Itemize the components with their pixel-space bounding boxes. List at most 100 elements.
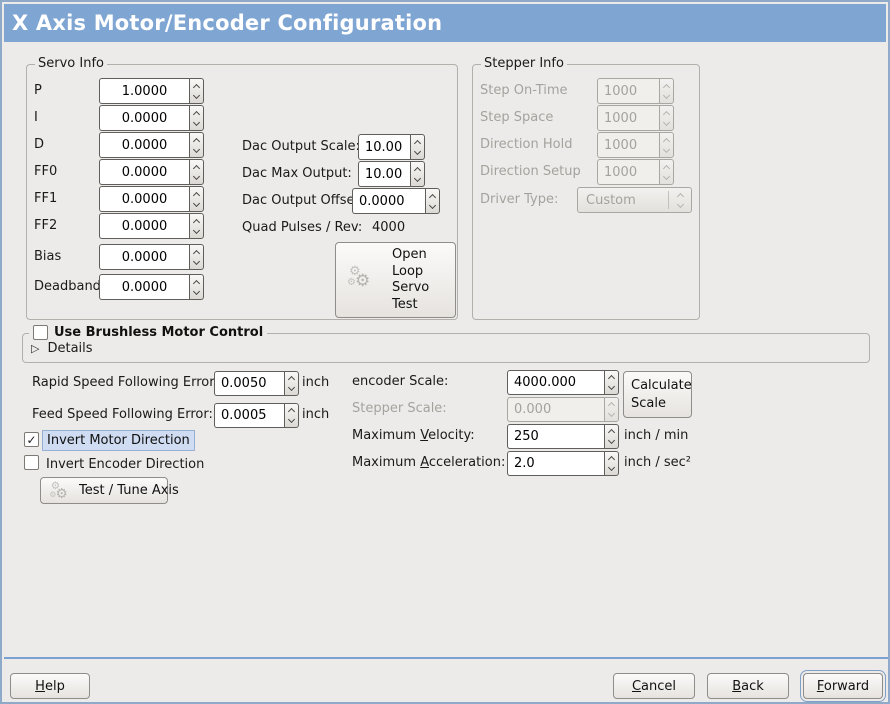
spin-down-icon[interactable] [607, 436, 616, 445]
bias-label: Bias [34, 249, 62, 264]
rapid-following-error-input[interactable] [214, 371, 284, 396]
spin-up-icon[interactable] [192, 164, 201, 172]
spin-up-icon[interactable] [607, 428, 616, 437]
spin-up-icon[interactable] [413, 139, 422, 147]
open-loop-button-label: Open [392, 247, 427, 262]
details-expander[interactable]: ▷ Details [31, 341, 93, 356]
ff0-input[interactable] [99, 159, 189, 185]
max-acceleration-unit: inch / sec² [624, 455, 692, 470]
spin-down-icon[interactable] [287, 383, 296, 392]
spin-up-icon[interactable] [287, 407, 296, 416]
spin-down-icon[interactable] [413, 147, 422, 155]
open-loop-servo-test-button[interactable]: ⚙⚙⚙ Open Loop Servo Test [335, 242, 456, 318]
dac-max-output-spinbox [358, 161, 425, 187]
dac-output-scale-label: Dac Output Scale: [242, 139, 360, 154]
forward-button-label: Forward [816, 678, 870, 694]
invert-motor-direction-highlight[interactable]: Invert Motor Direction [42, 430, 195, 451]
invert-motor-direction-label: Invert Motor Direction [47, 433, 190, 448]
driver-type-combobox: Custom [577, 187, 692, 213]
cancel-button[interactable]: Cancel [613, 673, 695, 699]
dac-output-offset-input[interactable] [352, 188, 425, 214]
stepper-info-frame-label: Stepper Info [481, 56, 567, 71]
test-tune-axis-button[interactable]: ⚙⚙⚙ Test / Tune Axis [40, 477, 179, 504]
rapid-following-error-spinbox [214, 371, 299, 396]
stepper-scale-input [507, 397, 604, 422]
details-label: Details [47, 341, 93, 356]
spin-up-icon[interactable] [413, 166, 422, 174]
spin-down-icon[interactable] [192, 145, 201, 153]
direction-hold-input [597, 132, 659, 158]
back-button[interactable]: Back [707, 673, 789, 699]
spin-up-icon[interactable] [192, 249, 201, 257]
p-input[interactable] [99, 78, 189, 104]
spin-up-icon[interactable] [287, 375, 296, 384]
encoder-scale-label: encoder Scale: [352, 374, 449, 389]
d-label: D [34, 137, 45, 152]
dac-output-scale-input[interactable] [358, 134, 410, 160]
spin-up-icon[interactable] [192, 83, 201, 91]
max-acceleration-input[interactable] [507, 451, 604, 476]
invert-motor-direction-checkbox[interactable]: ✓ [24, 432, 39, 447]
spin-down-icon[interactable] [192, 91, 201, 99]
use-brushless-label[interactable]: Use Brushless Motor Control [54, 325, 264, 340]
deadband-input[interactable] [99, 274, 189, 300]
spin-up-icon[interactable] [607, 374, 616, 383]
bias-spinbox [99, 244, 204, 270]
spin-down-icon[interactable] [192, 287, 201, 295]
spin-down-icon[interactable] [192, 226, 201, 234]
help-button[interactable]: Help [10, 673, 90, 699]
spin-up-icon [662, 110, 671, 118]
spin-up-icon[interactable] [192, 218, 201, 226]
invert-encoder-direction-checkbox[interactable] [24, 455, 39, 470]
d-input[interactable] [99, 132, 189, 158]
spin-down-icon[interactable] [607, 382, 616, 391]
spin-down-icon[interactable] [413, 174, 422, 182]
ff0-label: FF0 [34, 164, 58, 179]
ff2-input[interactable] [99, 213, 189, 239]
i-input[interactable] [99, 105, 189, 131]
step-space-spinbox [597, 105, 674, 131]
bias-input[interactable] [99, 244, 189, 270]
ff1-input[interactable] [99, 186, 189, 212]
dac-max-output-input[interactable] [358, 161, 410, 187]
max-velocity-input[interactable] [507, 424, 604, 449]
spin-up-icon[interactable] [428, 193, 437, 201]
spin-down-icon [662, 172, 671, 180]
spin-up-icon[interactable] [192, 191, 201, 199]
spin-up-icon [607, 401, 616, 410]
spin-up-icon[interactable] [607, 455, 616, 464]
p-spinbox [99, 78, 204, 104]
i-spinbox [99, 105, 204, 131]
step-on-time-input [597, 78, 659, 104]
spin-down-icon[interactable] [192, 172, 201, 180]
stepper-scale-label: Stepper Scale: [352, 401, 447, 416]
quad-pulses-label: Quad Pulses / Rev: [242, 220, 363, 235]
direction-hold-spinbox [597, 132, 674, 158]
feed-following-error-input[interactable] [214, 403, 284, 428]
spin-down-icon[interactable] [607, 463, 616, 472]
deadband-label: Deadband [34, 279, 101, 294]
use-brushless-checkbox[interactable] [33, 325, 48, 340]
titlebar: X Axis Motor/Encoder Configuration [4, 4, 886, 42]
encoder-scale-spinbox [507, 370, 619, 395]
spin-up-icon[interactable] [192, 137, 201, 145]
quad-pulses-value: 4000 [372, 220, 406, 235]
spin-up-icon [662, 164, 671, 172]
spin-up-icon[interactable] [192, 279, 201, 287]
step-on-time-spinbox [597, 78, 674, 104]
direction-setup-spinbox [597, 159, 674, 185]
spin-up-icon[interactable] [192, 110, 201, 118]
spin-down-icon[interactable] [192, 257, 201, 265]
calculate-scale-button[interactable]: Calculate Scale [623, 371, 692, 418]
footer-separator [4, 657, 888, 659]
spin-down-icon[interactable] [192, 118, 201, 126]
spin-down-icon[interactable] [287, 415, 296, 424]
test-tune-axis-label: Test / Tune Axis [79, 483, 179, 498]
calculate-scale-label: Calculate [631, 377, 692, 393]
encoder-scale-input[interactable] [507, 370, 604, 395]
ff2-spinbox [99, 213, 204, 239]
forward-button[interactable]: Forward [803, 673, 883, 699]
spin-down-icon[interactable] [428, 201, 437, 209]
spin-down-icon[interactable] [192, 199, 201, 207]
invert-encoder-direction-label[interactable]: Invert Encoder Direction [46, 457, 205, 472]
